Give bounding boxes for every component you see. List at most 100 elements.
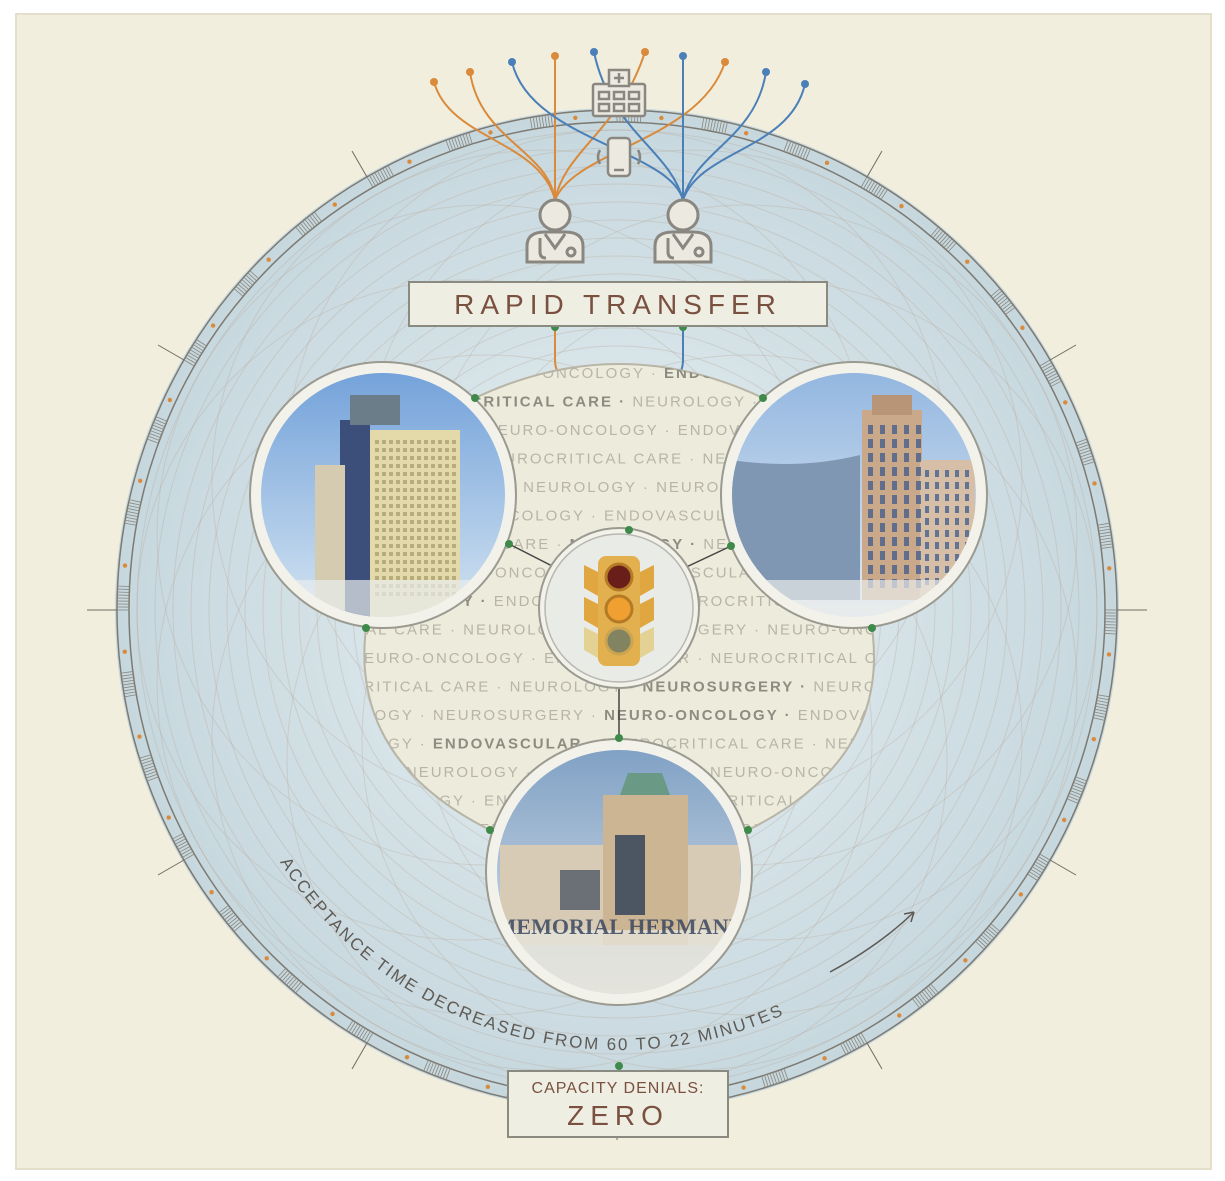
rim-tick	[943, 238, 953, 248]
rim-dot	[137, 734, 142, 739]
rim-tick	[1093, 714, 1106, 718]
rim-tick	[125, 519, 138, 523]
rim-tick	[293, 981, 302, 992]
rim-tick	[984, 930, 995, 939]
specialty-term: NEUROLOGY ·	[690, 821, 823, 838]
rim-dot	[573, 115, 578, 120]
rim-tick	[371, 173, 379, 185]
rim-tick	[980, 934, 991, 944]
rim-tick	[120, 671, 133, 674]
rim-tick	[302, 221, 311, 231]
rim-tick	[1076, 441, 1088, 447]
rim-tick	[797, 145, 803, 157]
rim-tick	[459, 135, 465, 147]
rim-tick	[941, 236, 951, 247]
rim-dot	[897, 1013, 902, 1018]
rim-tick	[1049, 378, 1061, 385]
rim-tick	[1098, 525, 1110, 529]
specialty-term: ENDOVASCULAR ·	[433, 736, 602, 753]
rim-dot	[488, 130, 493, 135]
rim-tick	[454, 137, 459, 149]
rim-tick	[930, 226, 939, 237]
rim-tick	[709, 119, 714, 132]
rim-dot	[485, 1084, 491, 1090]
rim-dot	[209, 890, 214, 895]
rim-tick	[243, 276, 254, 286]
specialty-term: NEURO-ONCOLOGY ·	[813, 679, 1006, 696]
rim-tick	[999, 299, 1010, 308]
rim-tick	[712, 119, 717, 132]
rim-tick	[149, 432, 161, 438]
rim-tick	[1096, 697, 1109, 701]
rim-spoke	[1049, 344, 1077, 361]
rim-tick	[1047, 375, 1059, 382]
rim-dot	[741, 1085, 746, 1090]
rim-tick	[277, 968, 287, 978]
rim-tick	[860, 1032, 868, 1044]
rim-tick	[1100, 540, 1113, 544]
rim-tick	[185, 357, 197, 364]
rim-tick	[990, 288, 1001, 297]
rim-tick	[880, 189, 888, 200]
specialty-term: NEUROLOGY ·	[406, 764, 539, 781]
rim-tick	[123, 685, 136, 689]
rim-tick	[535, 116, 539, 129]
rim-tick	[283, 973, 293, 984]
building-sign: MEMORIAL HERMANN	[496, 914, 745, 939]
specialty-term: NEUROLOGY ·	[632, 394, 765, 411]
rim-tick	[704, 118, 708, 131]
specialty-term: NEUROSURGERY ·	[433, 707, 604, 724]
rim-tick	[356, 1026, 364, 1038]
rim-tick	[532, 117, 536, 129]
rim-spoke	[1049, 859, 1077, 876]
specialty-term: NEURO-ONCOLOGY ·	[485, 422, 678, 439]
rim-tick	[845, 1040, 852, 1052]
rim-dot	[210, 323, 216, 328]
rim-tick	[182, 851, 194, 858]
rim-tick	[544, 115, 548, 128]
network-endpoints	[430, 48, 809, 88]
rim-tick	[145, 771, 157, 776]
rim-tick	[868, 181, 876, 193]
rim-tick	[863, 178, 870, 190]
rim-dot	[1106, 652, 1112, 657]
rim-tick	[1075, 776, 1087, 782]
rim-dot	[1107, 566, 1112, 571]
rim-tick	[237, 283, 248, 293]
rim-tick	[1046, 372, 1058, 380]
rim-dot	[1091, 736, 1097, 742]
rim-tick	[361, 1029, 369, 1041]
rim-dot	[166, 815, 171, 820]
rim-tick	[988, 925, 999, 934]
rim-spoke	[157, 859, 185, 876]
rim-tick	[1039, 359, 1051, 367]
rim-tick	[986, 927, 997, 937]
rim-tick	[196, 339, 207, 347]
rim-spoke	[866, 1042, 883, 1070]
rim-dot	[1018, 892, 1024, 897]
rim-dot	[266, 257, 271, 262]
rim-tick	[780, 1069, 786, 1081]
rim-tick	[123, 688, 136, 692]
rim-tick	[1043, 367, 1055, 374]
rim-tick	[188, 351, 200, 359]
rim-tick	[937, 232, 946, 243]
rim-spoke	[866, 150, 883, 178]
rim-tick	[847, 1039, 855, 1051]
rim-tick	[923, 989, 932, 999]
rim-tick	[426, 1061, 432, 1073]
rim-tick	[794, 144, 800, 156]
rim-tick	[175, 838, 187, 845]
rim-tick	[279, 970, 289, 980]
rim-tick	[281, 972, 291, 982]
rim-tick	[916, 994, 925, 1005]
rim-tick	[468, 132, 473, 145]
rim-tick	[1100, 543, 1113, 546]
rim-dot	[1020, 325, 1025, 330]
phone-icon	[596, 136, 642, 178]
rim-spoke	[157, 344, 185, 361]
rim-dot	[1061, 817, 1067, 823]
rim-tick	[912, 998, 920, 1009]
rim-tick	[179, 846, 191, 853]
rim-tick	[1074, 779, 1086, 785]
